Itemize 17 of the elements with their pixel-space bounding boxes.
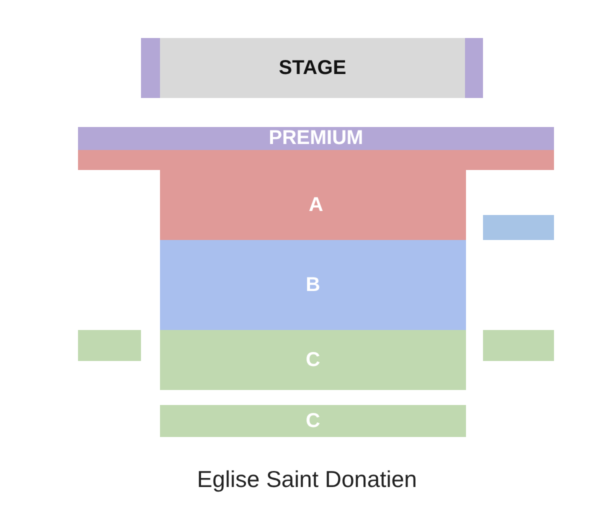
section-label: PREMIUM	[268, 127, 364, 150]
stage-block	[160, 38, 465, 98]
section-label: B	[306, 274, 320, 296]
seating-block	[483, 330, 554, 361]
seating-block	[78, 330, 141, 361]
stage-side-block	[141, 38, 160, 98]
seating-section	[160, 240, 466, 330]
stage-side-block	[465, 38, 483, 98]
section-label: C	[306, 348, 320, 372]
seating-section	[160, 405, 466, 437]
premium-section	[78, 127, 554, 150]
seating-block	[483, 215, 554, 240]
section-label: C	[306, 410, 320, 432]
seating-section	[160, 330, 466, 390]
section-label: A	[308, 194, 324, 216]
venue-caption: Eglise Saint Donatien	[196, 466, 418, 493]
section-label: STAGE	[278, 56, 346, 80]
